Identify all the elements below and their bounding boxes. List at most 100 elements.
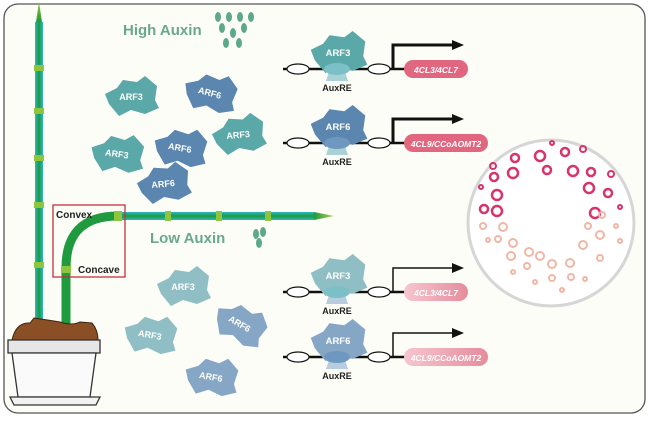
arf-protein-arf6: ARF6 — [154, 129, 208, 168]
unlignified-cell — [548, 274, 556, 282]
unlignified-cell — [547, 259, 557, 269]
upright-stem — [34, 2, 44, 322]
protein-shape — [216, 305, 268, 348]
lignified-cell — [566, 164, 580, 178]
cis-element — [367, 137, 391, 149]
concave-label: Concave — [78, 265, 120, 276]
stem-cross-section — [466, 138, 636, 308]
bent-stem-tip — [314, 212, 334, 220]
protein-shape — [211, 112, 267, 155]
pot-saucer — [8, 396, 102, 406]
unlignified-cell — [613, 223, 619, 229]
stem-node — [216, 211, 222, 221]
gene-box — [404, 60, 468, 78]
protein-shape — [136, 161, 192, 204]
auxin-droplet — [226, 12, 232, 22]
auxin-droplet — [215, 12, 221, 22]
cis-element — [286, 137, 310, 149]
auxin-droplet — [230, 28, 236, 38]
transcription-arrow — [391, 43, 455, 69]
cross-section-circle — [466, 138, 636, 308]
arf-protein-arf3: ARF3 — [105, 76, 159, 116]
bend-region-box — [52, 204, 126, 278]
auxre-label: AuxRE — [322, 306, 352, 316]
protein-label: ARF3 — [119, 92, 143, 102]
unlignified-cell — [510, 269, 516, 275]
gene-box — [404, 283, 468, 301]
lignified-cell — [559, 146, 571, 158]
stem-tip — [36, 2, 42, 22]
protein-label: ARF3 — [226, 129, 250, 141]
protein-label: ARF3 — [326, 48, 351, 59]
protein-shape — [105, 76, 159, 116]
pot-body — [11, 352, 97, 398]
unlignified-cell — [479, 222, 487, 230]
auxin-droplet — [253, 229, 259, 239]
stem-node — [34, 65, 44, 71]
arrow-head — [452, 114, 464, 124]
stem-body — [35, 22, 43, 322]
auxre-label: AuxRE — [322, 83, 352, 93]
stem-node — [165, 211, 171, 221]
unlignified-cell — [506, 251, 516, 261]
unlignified-cell — [532, 279, 538, 285]
transcription-arrow — [391, 117, 455, 143]
arf-protein-arf6: ARF6 — [136, 161, 192, 204]
auxin-droplet — [248, 12, 254, 22]
auxin-droplet — [256, 238, 262, 248]
stem-node — [34, 262, 44, 268]
protein-shape — [157, 266, 211, 306]
lignified-cell — [478, 203, 490, 215]
lignified-cell — [489, 162, 497, 170]
arf-protein-arf3: ARF3 — [124, 316, 178, 355]
gene-box — [404, 348, 488, 366]
lignified-cell — [582, 181, 596, 195]
protein-shape — [124, 316, 178, 355]
unlignified-cell — [596, 254, 604, 262]
xylem-cells — [478, 140, 623, 293]
auxre-binding — [324, 137, 350, 149]
unlignified-cell — [565, 258, 575, 268]
gene-label: 4CL3/4CL7 — [413, 65, 459, 75]
lignified-cell — [549, 140, 555, 146]
auxin-droplet — [236, 38, 242, 48]
cis-element — [286, 63, 310, 75]
unlignified-cell — [582, 276, 588, 282]
arf-protein-arf6: ARF6 — [185, 74, 238, 114]
flower-pot — [7, 317, 102, 406]
auxre-label: AuxRE — [322, 157, 352, 167]
unlignified-cell — [508, 238, 518, 248]
unlignified-cell — [584, 222, 592, 230]
frame-border — [3, 3, 646, 414]
stem-node — [265, 211, 271, 221]
bent-stem — [61, 211, 334, 325]
unlignified-cell — [535, 251, 545, 261]
protein-label: ARF6 — [326, 336, 351, 347]
gene-label: 4CL9/CCoAOMT2 — [410, 353, 482, 363]
lignified-cell — [533, 149, 547, 163]
lignified-cell — [509, 152, 521, 164]
gene-box — [404, 134, 488, 152]
cis-element — [367, 351, 391, 363]
unlignified-cell — [595, 230, 605, 240]
protein-label: ARF3 — [171, 282, 195, 292]
unlignified-cell — [523, 262, 531, 270]
cis-element — [367, 63, 391, 75]
arf-protein-arf3: ARF3 — [211, 112, 267, 155]
low-auxin-dots — [253, 227, 266, 248]
stem-node — [34, 155, 44, 161]
auxin-droplet — [260, 227, 266, 237]
lignified-cell — [490, 204, 504, 218]
auxin-droplet — [241, 23, 247, 33]
arf-protein-arf6: ARF6 — [185, 358, 239, 397]
unlignified-cell — [524, 247, 534, 257]
soil — [11, 317, 99, 341]
lignified-cell — [585, 166, 597, 178]
auxre-binding — [324, 63, 350, 75]
lignified-cell — [602, 187, 614, 199]
high-auxin-dots — [215, 12, 254, 48]
